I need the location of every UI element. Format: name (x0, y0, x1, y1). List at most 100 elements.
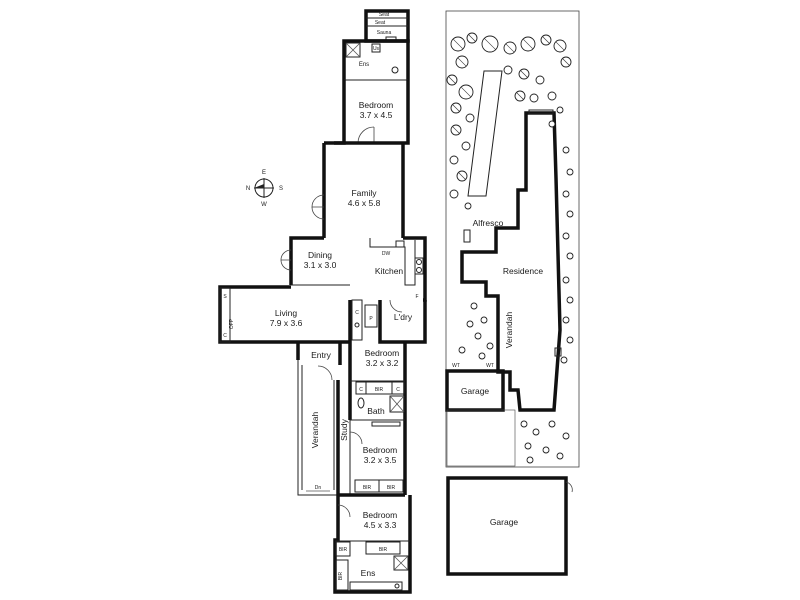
tree-icon (484, 38, 496, 50)
seat-label: Seat (375, 20, 386, 26)
compass-west: W (261, 202, 267, 208)
verandah-left-label: Verandah (310, 412, 320, 449)
tree-icon (449, 189, 459, 199)
tree-icon (486, 342, 494, 350)
bir-b3-left: BIR (363, 485, 372, 491)
entry-label: Entry (311, 350, 332, 360)
laundry-label: L'dry (394, 312, 413, 322)
tree-icon (458, 346, 466, 354)
dining-name: Dining (308, 250, 332, 260)
living-room: S OFP C Living 7.9 x 3.6 (218, 284, 352, 344)
tree-icon (556, 452, 564, 460)
tree-icon (524, 442, 532, 450)
entry-bedroom2: Entry Bedroom 3.2 x 3.2 (296, 342, 407, 495)
c-bath-left: C (359, 387, 363, 393)
bedroom-main-dims: 4.5 x 3.3 (364, 520, 397, 530)
tree-icon (461, 141, 471, 151)
seat-label: Seat (379, 12, 390, 18)
tree-icon (464, 202, 472, 210)
study: Study (336, 380, 349, 495)
tree-icon (535, 75, 545, 85)
tree-icon (466, 320, 474, 328)
tree-icon (503, 65, 513, 75)
bedroom-main-name: Bedroom (363, 510, 398, 520)
family-dims: 4.6 x 5.8 (348, 198, 381, 208)
tree-icon (449, 155, 459, 165)
compass: E N S W (246, 170, 283, 208)
sauna-block: Seat Seat Sauna (364, 9, 410, 43)
tree-icon (529, 93, 539, 103)
site-garage-label: Garage (461, 386, 490, 396)
tree-icon (457, 57, 467, 67)
tree-icon (555, 41, 565, 51)
fridge-label: F (415, 294, 418, 300)
bir-bath: BIR (375, 387, 384, 393)
tree-icon (468, 34, 476, 42)
alfresco-label: Alfresco (473, 218, 504, 228)
living-name: Living (275, 308, 297, 318)
tree-icon (562, 432, 570, 440)
main-bedroom: Bedroom 4.5 x 3.3 BIR BIR BIR Ens (333, 495, 412, 594)
compass-south: S (279, 186, 283, 192)
tree-icon (562, 190, 570, 198)
bedroom-3-dims: 3.2 x 3.5 (364, 455, 397, 465)
bir-main: BIR (379, 547, 388, 553)
bath-block: C BIR C Bath (350, 381, 405, 427)
tree-icon (474, 332, 482, 340)
bedroom-top: Bedroom 3.7 x 4.5 (334, 80, 410, 145)
tree-icon (562, 146, 570, 154)
bedroom-top-name: Bedroom (359, 100, 394, 110)
ens-bottom-label: Ens (361, 568, 376, 578)
s-label: S (223, 294, 227, 300)
living-dims: 7.9 x 3.6 (270, 318, 303, 328)
compass-east: E (262, 170, 266, 176)
tree-icon (458, 172, 466, 180)
kitchen-label: Kitchen (375, 266, 404, 276)
tree-icon (562, 316, 570, 324)
tree-icon (566, 168, 574, 176)
large-garage: Garage (446, 476, 573, 576)
tree-icon (542, 36, 550, 44)
ensuite-top: Us Ens (342, 39, 410, 81)
bir-side: BIR (339, 547, 348, 553)
pantry-label: P (369, 316, 373, 322)
us-label: Us (373, 46, 380, 52)
tree-icon (562, 276, 570, 284)
site-plan: Alfresco Residence Verandah WT WT Garage (445, 10, 580, 468)
bedroom-top-dims: 3.7 x 4.5 (360, 110, 393, 120)
tree-icon (478, 352, 486, 360)
tree-icon (448, 76, 456, 84)
bath-label: Bath (367, 406, 385, 416)
pantry-laundry: C P L'dry (351, 299, 427, 344)
tree-icon (566, 296, 574, 304)
ens-top-label: Ens (359, 62, 369, 68)
tree-icon (526, 456, 534, 464)
tree-icon (516, 92, 524, 100)
tree-icon (566, 210, 574, 218)
family-room: Family 4.6 x 5.8 (311, 141, 405, 238)
residence-label: Residence (503, 266, 543, 276)
c-mid-label: C (355, 310, 359, 316)
bedroom-2-dims: 3.2 x 3.2 (366, 358, 399, 368)
tree-icon (566, 252, 574, 260)
tree-icon (532, 428, 540, 436)
site-trees (446, 32, 574, 464)
tree-icon (542, 446, 550, 454)
tree-icon (548, 120, 556, 128)
dn-label: Dn (315, 485, 322, 491)
tree-icon (548, 420, 556, 428)
bedroom-2-name: Bedroom (365, 348, 400, 358)
tree-icon (480, 316, 488, 324)
sauna-label: Sauna (377, 30, 392, 36)
tree-icon (452, 104, 460, 112)
dining-dims: 3.1 x 3.0 (304, 260, 337, 270)
tree-icon (520, 70, 528, 78)
verandah-left: Verandah Dn (297, 360, 338, 496)
c-bath-right: C (396, 387, 400, 393)
tree-icon (520, 420, 528, 428)
tree-icon (460, 86, 472, 98)
dw-label: DW (382, 251, 391, 257)
tree-icon (452, 38, 464, 50)
tree-icon (522, 38, 534, 50)
